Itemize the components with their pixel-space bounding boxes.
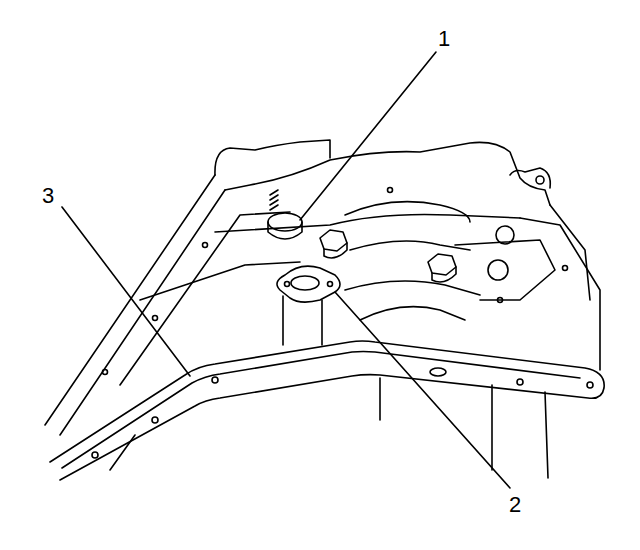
plug: [268, 213, 302, 231]
leader-line: [62, 207, 190, 376]
flange-hole: [212, 377, 218, 383]
flange-hole: [92, 452, 98, 458]
flange-hole: [587, 382, 593, 388]
bearing-cap: [455, 240, 555, 300]
bolt-head: [320, 230, 347, 251]
bearing-bolt-hole: [488, 260, 508, 280]
callout-number: 3: [42, 185, 54, 207]
flange-hole: [498, 298, 503, 303]
pickup-tube-end: [291, 276, 319, 290]
flange-hole: [388, 188, 393, 193]
bearing-web: [345, 202, 470, 222]
block-boss: [510, 168, 550, 188]
bolt-head: [432, 267, 456, 282]
pickup-tube: [283, 296, 322, 345]
oil-pan-body: [545, 392, 548, 478]
bearing-web: [345, 281, 480, 295]
oil-pan-flange: [50, 341, 604, 480]
block-top-edge: [215, 140, 330, 175]
bolt-head: [324, 243, 347, 258]
block-side: [550, 205, 590, 300]
crankcase-rail: [215, 214, 520, 232]
block-hole: [536, 176, 544, 184]
callout-number: 2: [509, 494, 521, 516]
flange-hole: [103, 370, 108, 375]
bearing-web: [350, 241, 470, 250]
flange-hole: [563, 266, 568, 271]
pickup-flange: [277, 266, 340, 302]
thread-stud: [270, 190, 278, 210]
bolt-head: [428, 254, 456, 275]
callout-number: 1: [438, 28, 450, 50]
block-top-edge: [225, 142, 550, 205]
bearing-bolt-hole: [496, 226, 514, 244]
oil-pan-flange-inner: [62, 352, 580, 469]
flange-hole: [517, 379, 523, 385]
flange-hole: [285, 282, 290, 287]
leader-line: [300, 52, 436, 220]
flange-hole: [203, 243, 208, 248]
oil-pan-body: [110, 435, 135, 470]
flange-hole: [153, 316, 158, 321]
flange-hole: [328, 282, 333, 287]
leader-line: [335, 292, 510, 488]
crankcase-rail: [140, 262, 300, 300]
flange-hole: [152, 417, 158, 423]
oil-pan-body: [379, 378, 381, 420]
block-edge: [60, 190, 225, 435]
bearing-web: [360, 307, 465, 320]
flange-hole: [430, 368, 446, 376]
block-edge: [45, 175, 215, 425]
oil-pan-body: [491, 385, 493, 470]
